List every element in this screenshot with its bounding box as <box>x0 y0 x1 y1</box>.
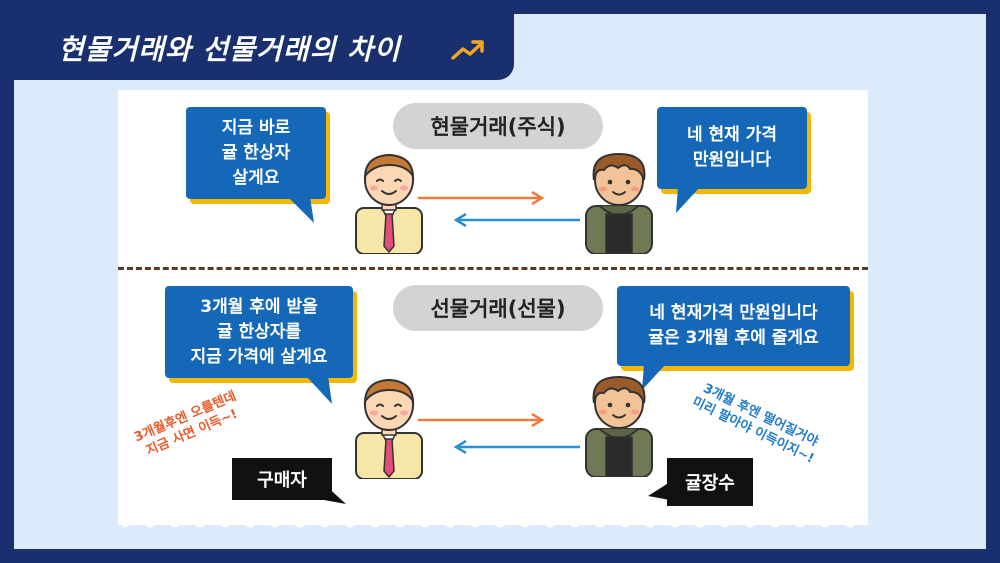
left-arrow-icon <box>453 213 580 227</box>
page-title: 현물거래와 선물거래의 차이 <box>58 33 401 66</box>
bubble-tail <box>676 187 700 213</box>
bubble-line: 귤 한상자 <box>221 142 291 163</box>
bubble-line: 지금 바로 <box>221 117 291 138</box>
buyer-person-icon <box>355 153 423 254</box>
bubble-line: 만원입니다 <box>692 150 772 170</box>
seller-person-icon <box>585 375 653 477</box>
tag-tail <box>648 482 670 500</box>
seller-person-icon <box>585 152 653 254</box>
bubble-line: 네 현재 가격 <box>686 125 778 145</box>
bubble-line: 3개월 후에 받을 <box>200 296 318 317</box>
tag-tail <box>324 484 346 504</box>
trend-up-icon <box>451 40 484 60</box>
bubble-line: 지금 가격에 살게요 <box>190 346 328 367</box>
bubble-tail <box>288 197 314 223</box>
spot-buyer-bubble: 지금 바로 귤 한상자 살게요 <box>186 107 326 199</box>
buyer-role-tag: 구매자 <box>232 458 332 500</box>
futures-buyer-bubble: 3개월 후에 받을 귤 한상자를 지금 가격에 살게요 <box>165 286 353 378</box>
bubble-tail <box>306 376 332 404</box>
spot-seller-bubble: 네 현재 가격 만원입니다 <box>657 107 807 189</box>
spot-section-label: 현물거래(주식) <box>393 103 603 149</box>
seller-role-tag: 귤장수 <box>667 458 753 506</box>
futures-seller-bubble: 네 현재가격 만원입니다 귤은 3개월 후에 줄게요 <box>617 286 850 366</box>
section-divider <box>118 267 868 270</box>
paper-torn-edge <box>118 512 868 528</box>
bubble-line: 귤은 3개월 후에 줄게요 <box>648 328 819 348</box>
right-arrow-icon <box>418 191 545 205</box>
left-arrow-icon <box>453 440 580 454</box>
bubble-tail <box>642 364 666 390</box>
buyer-person-icon <box>355 378 423 479</box>
bubble-line: 살게요 <box>232 167 280 188</box>
bubble-line: 네 현재가격 만원입니다 <box>649 303 818 323</box>
futures-section-label: 선물거래(선물) <box>393 285 603 331</box>
bubble-line: 귤 한상자를 <box>216 321 302 342</box>
title-banner: 현물거래와 선물거래의 차이 <box>14 14 514 80</box>
right-arrow-icon <box>418 413 545 427</box>
